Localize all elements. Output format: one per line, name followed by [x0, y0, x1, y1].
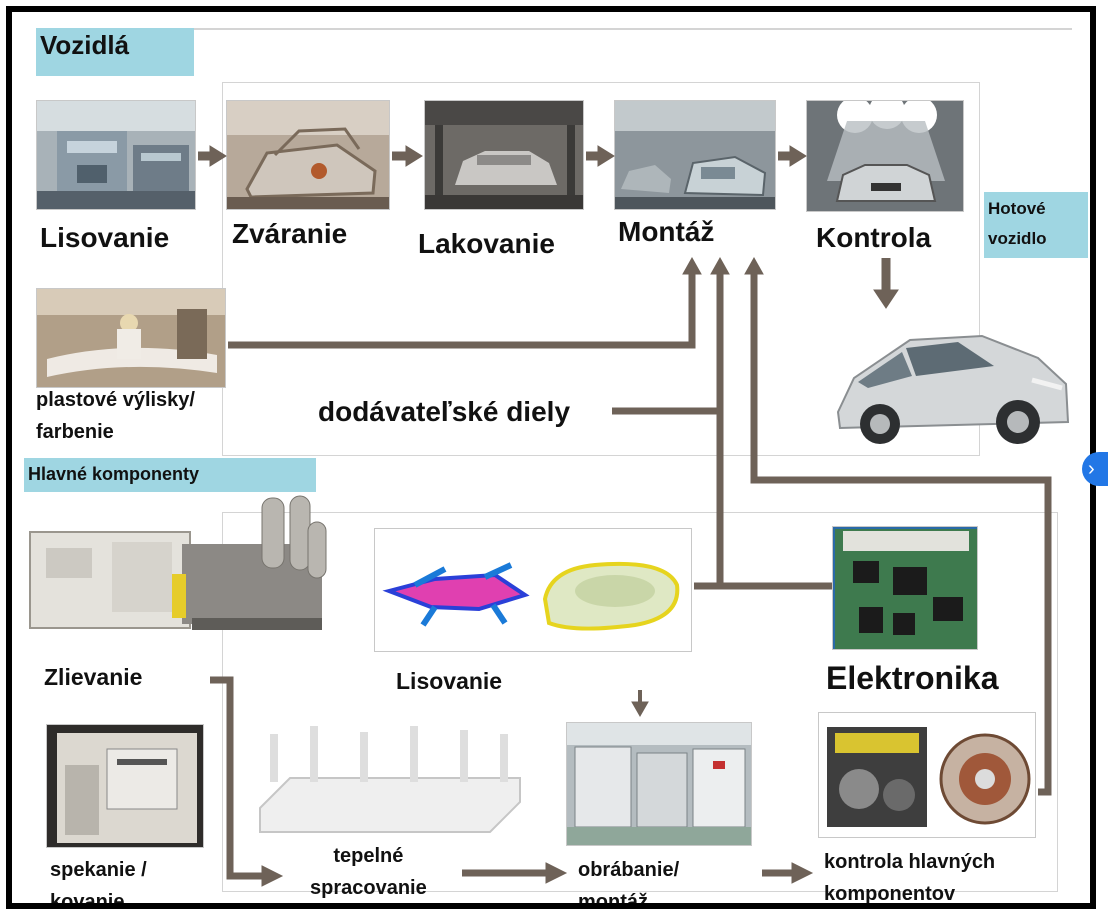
outer-frame — [6, 6, 1096, 909]
sintering-art — [47, 725, 203, 847]
label-assembly: Montáž — [618, 216, 715, 247]
arrow-plastic-to-assembly — [228, 272, 696, 349]
arrowhead-parts-to-assembly — [710, 256, 730, 275]
label-painting: Lakovanie — [418, 228, 555, 259]
label-component-inspection: kontrola hlavných komponentov — [824, 846, 995, 910]
pressing-photo — [36, 100, 196, 210]
arrow-components-to-assembly — [750, 272, 1052, 796]
label-heat-treatment-line2: spracovanie — [310, 877, 427, 899]
arrowhead-plastic-to-assembly — [682, 256, 702, 275]
label-inspection: Kontrola — [816, 222, 932, 253]
label-casting: Zlievanie — [44, 664, 143, 690]
heat-treatment-photo — [250, 716, 530, 846]
vehicles-section-label: Vozidlá — [36, 28, 194, 76]
engine-art — [819, 713, 1035, 837]
label-component-inspection-line1: kontrola hlavných — [824, 851, 996, 873]
label-component-pressing: Lisovanie — [396, 668, 503, 694]
finished-vehicle-label-line2: vozidlo — [988, 229, 1047, 248]
inspection-photo — [806, 100, 964, 212]
label-plastic-line2: farbenie — [36, 421, 114, 443]
arrowhead-assembly-to-inspection — [789, 145, 807, 167]
label-electronics: Elektronika — [826, 660, 999, 696]
label-plastic: plastové výlisky/ farbenie — [36, 384, 195, 448]
arrowhead-into-machining — [631, 701, 649, 718]
components-section-outline — [222, 512, 1058, 892]
chevron-right-icon[interactable]: › — [1082, 452, 1108, 486]
label-sintering-line1: spekanie / — [50, 859, 147, 881]
vehicles-section-outline — [222, 82, 980, 456]
assembly-photo-art — [615, 101, 775, 209]
main-components-label: Hlavné komponenty — [24, 458, 316, 492]
arrowhead-casting-to-heat — [261, 865, 284, 887]
label-machining-line1: obrábanie/ — [578, 859, 680, 881]
label-plastic-line1: plastové výlisky/ — [36, 389, 195, 411]
finished-car-photo — [832, 318, 1072, 458]
arrowhead-machining-to-inspection — [791, 862, 814, 884]
finished-vehicle-label: Hotové vozidlo — [984, 192, 1088, 258]
finished-car-art — [836, 334, 1070, 444]
pressing-photo-art — [37, 101, 195, 209]
assembly-photo — [614, 100, 776, 210]
arrowhead-paint-to-assembly — [597, 145, 615, 167]
component-pressing-art — [375, 529, 691, 651]
painting-photo-art — [425, 101, 583, 209]
sintering-photo — [46, 724, 204, 848]
label-heat-treatment-line1: tepelné — [333, 845, 404, 867]
heat-treatment-art — [259, 726, 521, 833]
electronics-photo — [832, 526, 978, 650]
engine-photo — [818, 712, 1036, 838]
label-supplier-parts: dodávateľské diely — [318, 396, 571, 427]
label-pressing: Lisovanie — [40, 222, 170, 253]
finished-vehicle-label-line1: Hotové — [988, 199, 1046, 218]
casting-machine-art — [29, 495, 327, 630]
arrow-casting-to-heat — [210, 676, 264, 880]
machining-photo — [566, 722, 752, 846]
label-component-inspection-line2: komponentov — [824, 883, 956, 905]
inspection-photo-art — [807, 101, 963, 211]
plastic-molding-photo — [36, 288, 226, 388]
arrowhead-weld-to-paint — [405, 145, 423, 167]
arrowhead-inspection-to-car — [873, 289, 899, 309]
arrowhead-press-to-weld — [209, 145, 227, 167]
label-heat-treatment: tepelné spracovanie — [310, 840, 427, 904]
arrowhead-components-to-assembly — [744, 256, 764, 275]
welding-photo — [226, 100, 390, 210]
arrowhead-heat-to-machining — [545, 862, 568, 884]
electronics-art — [833, 527, 977, 649]
label-welding: Zváranie — [232, 218, 348, 249]
welding-photo-art — [227, 101, 389, 209]
component-pressing-photo — [374, 528, 692, 652]
painting-photo — [424, 100, 584, 210]
casting-machine-photo — [22, 492, 340, 642]
plastic-molding-photo-art — [37, 289, 225, 387]
machining-art — [567, 723, 751, 845]
